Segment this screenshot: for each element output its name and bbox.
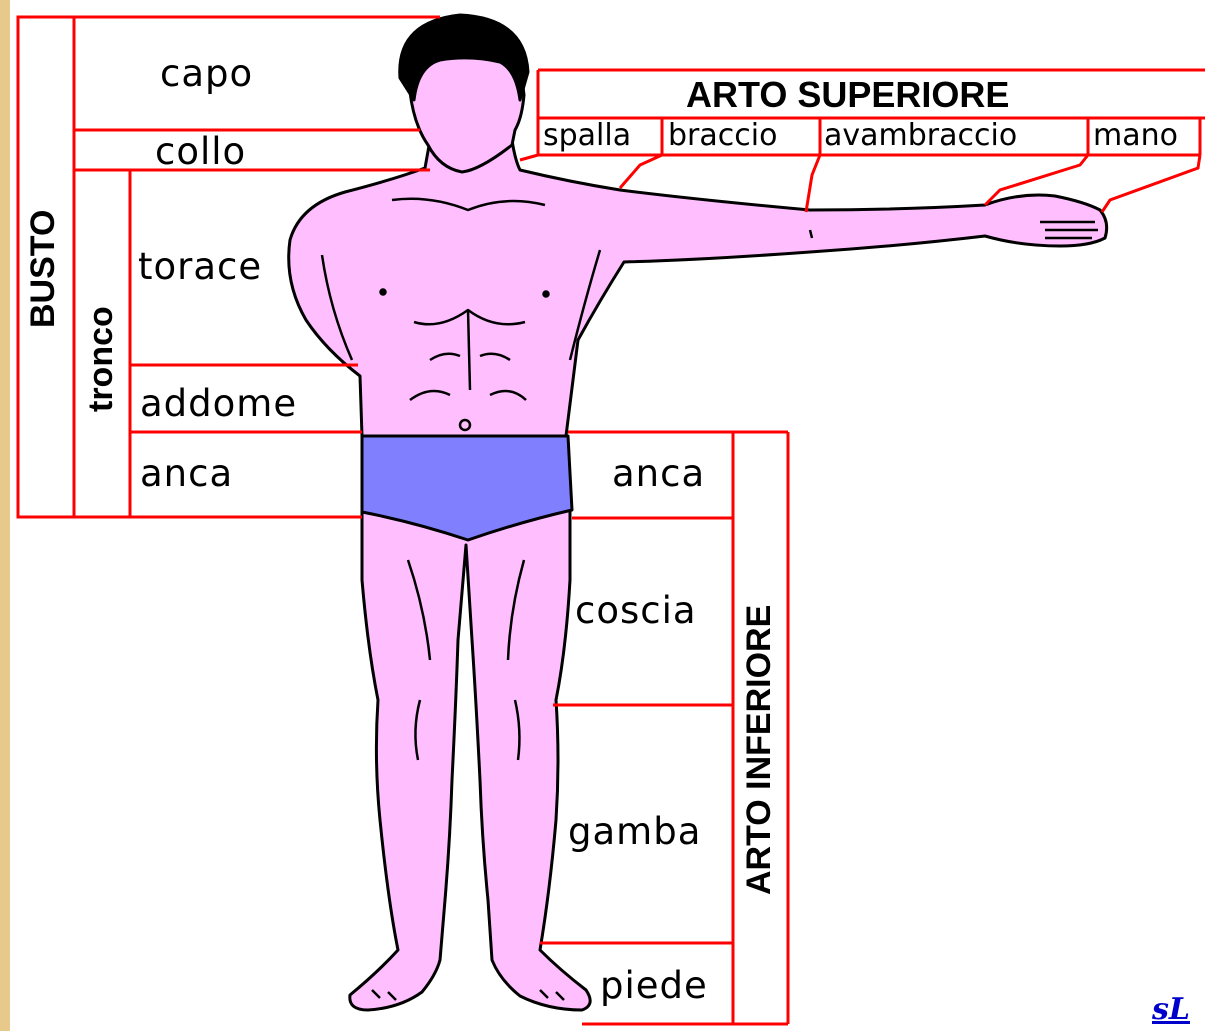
spalla-label: spalla	[543, 121, 631, 151]
braccio-label: braccio	[668, 121, 777, 151]
capo-label: capo	[160, 55, 253, 92]
mano-label: mano	[1093, 121, 1178, 151]
piede-label: piede	[600, 967, 708, 1004]
legs	[350, 510, 590, 1010]
gamba-label: gamba	[568, 813, 701, 850]
signature: sL	[1152, 995, 1190, 1025]
torso-arm	[289, 140, 1107, 436]
avambraccio-label: avambraccio	[824, 121, 1017, 151]
anca-left-label: anca	[140, 455, 233, 492]
human-figure	[289, 15, 1107, 1010]
arto-inferiore-label: ARTO INFERIORE	[742, 605, 776, 895]
anca-right-label: anca	[612, 455, 705, 492]
arto-superiore-label: ARTO SUPERIORE	[686, 77, 1009, 113]
tronco-label: tronco	[84, 306, 118, 412]
torace-label: torace	[138, 248, 262, 285]
addome-label: addome	[140, 385, 297, 422]
collo-label: collo	[155, 133, 246, 170]
coscia-label: coscia	[575, 592, 697, 629]
busto-label: BUSTO	[26, 210, 60, 328]
